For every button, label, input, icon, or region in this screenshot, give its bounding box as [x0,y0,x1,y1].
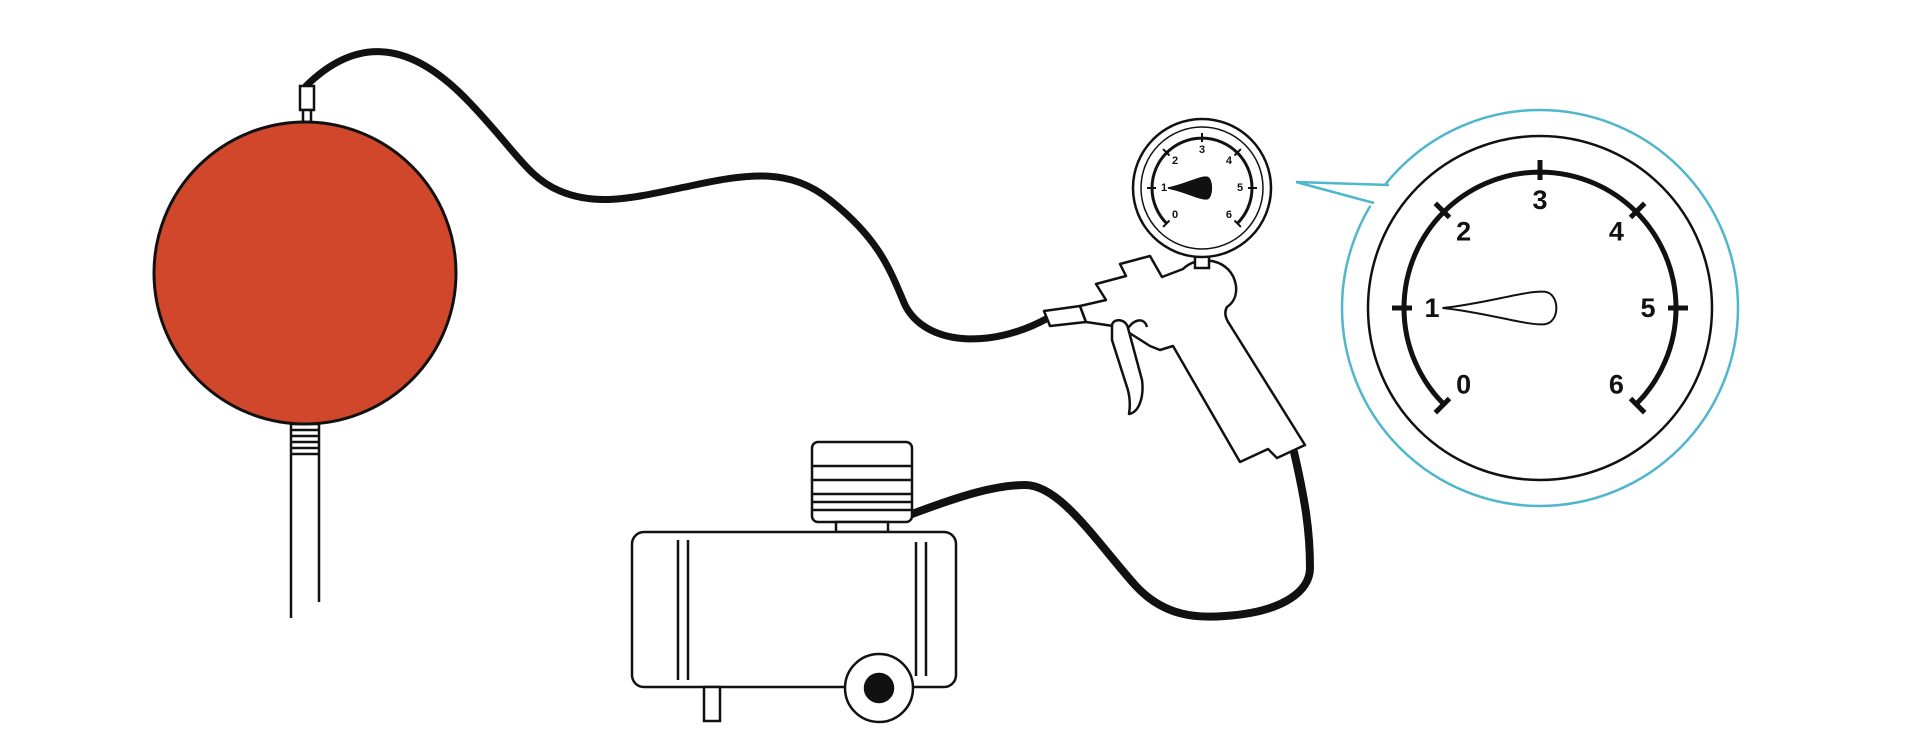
ball-stand [289,422,321,618]
air-compressor [630,440,958,724]
zoomed-gauge-needle [1442,290,1558,326]
small-gauge-label-1: 1 [1161,182,1167,194]
zoom-gauge-tick-4 [1628,201,1647,220]
zoom-gauge-label-2: 2 [1456,217,1471,247]
zoom-gauge-label-5: 5 [1640,293,1655,323]
zoom-gauge-label-4: 4 [1609,217,1624,247]
small-gauge-tick-4 [1233,148,1242,157]
zoom-gauge-tick-6 [1628,396,1647,415]
air-gun [1042,254,1307,464]
zoom-gauge-tick-0 [1433,396,1452,415]
ball [152,120,458,426]
ball-valve [298,84,316,126]
small-gauge-tick-0 [1162,219,1171,228]
inflation-hose [302,48,1052,343]
small-gauge-label-4: 4 [1226,155,1233,167]
compressor-hose [908,448,1315,621]
small-gauge-label-6: 6 [1226,209,1232,221]
pressure-gauge-zoomed: 0 1 2 3 4 5 6 [1366,134,1714,482]
small-gauge-tick-2 [1162,148,1171,157]
small-gauge-label-5: 5 [1237,182,1243,194]
zoom-gauge-label-6: 6 [1609,369,1624,399]
zoom-gauge-label-0: 0 [1456,369,1471,399]
zoom-gauge-tick-2 [1433,201,1452,220]
zoom-gauge-label-1: 1 [1424,293,1439,323]
small-gauge-label-3: 3 [1199,144,1205,156]
small-gauge-label-0: 0 [1172,209,1178,221]
small-gauge-tick-6 [1233,219,1242,228]
pressure-gauge-small: 0 1 2 3 4 5 6 [1131,117,1273,259]
small-gauge-needle [1167,176,1213,200]
zoom-gauge-label-3: 3 [1532,185,1547,215]
small-gauge-label-2: 2 [1172,155,1178,167]
